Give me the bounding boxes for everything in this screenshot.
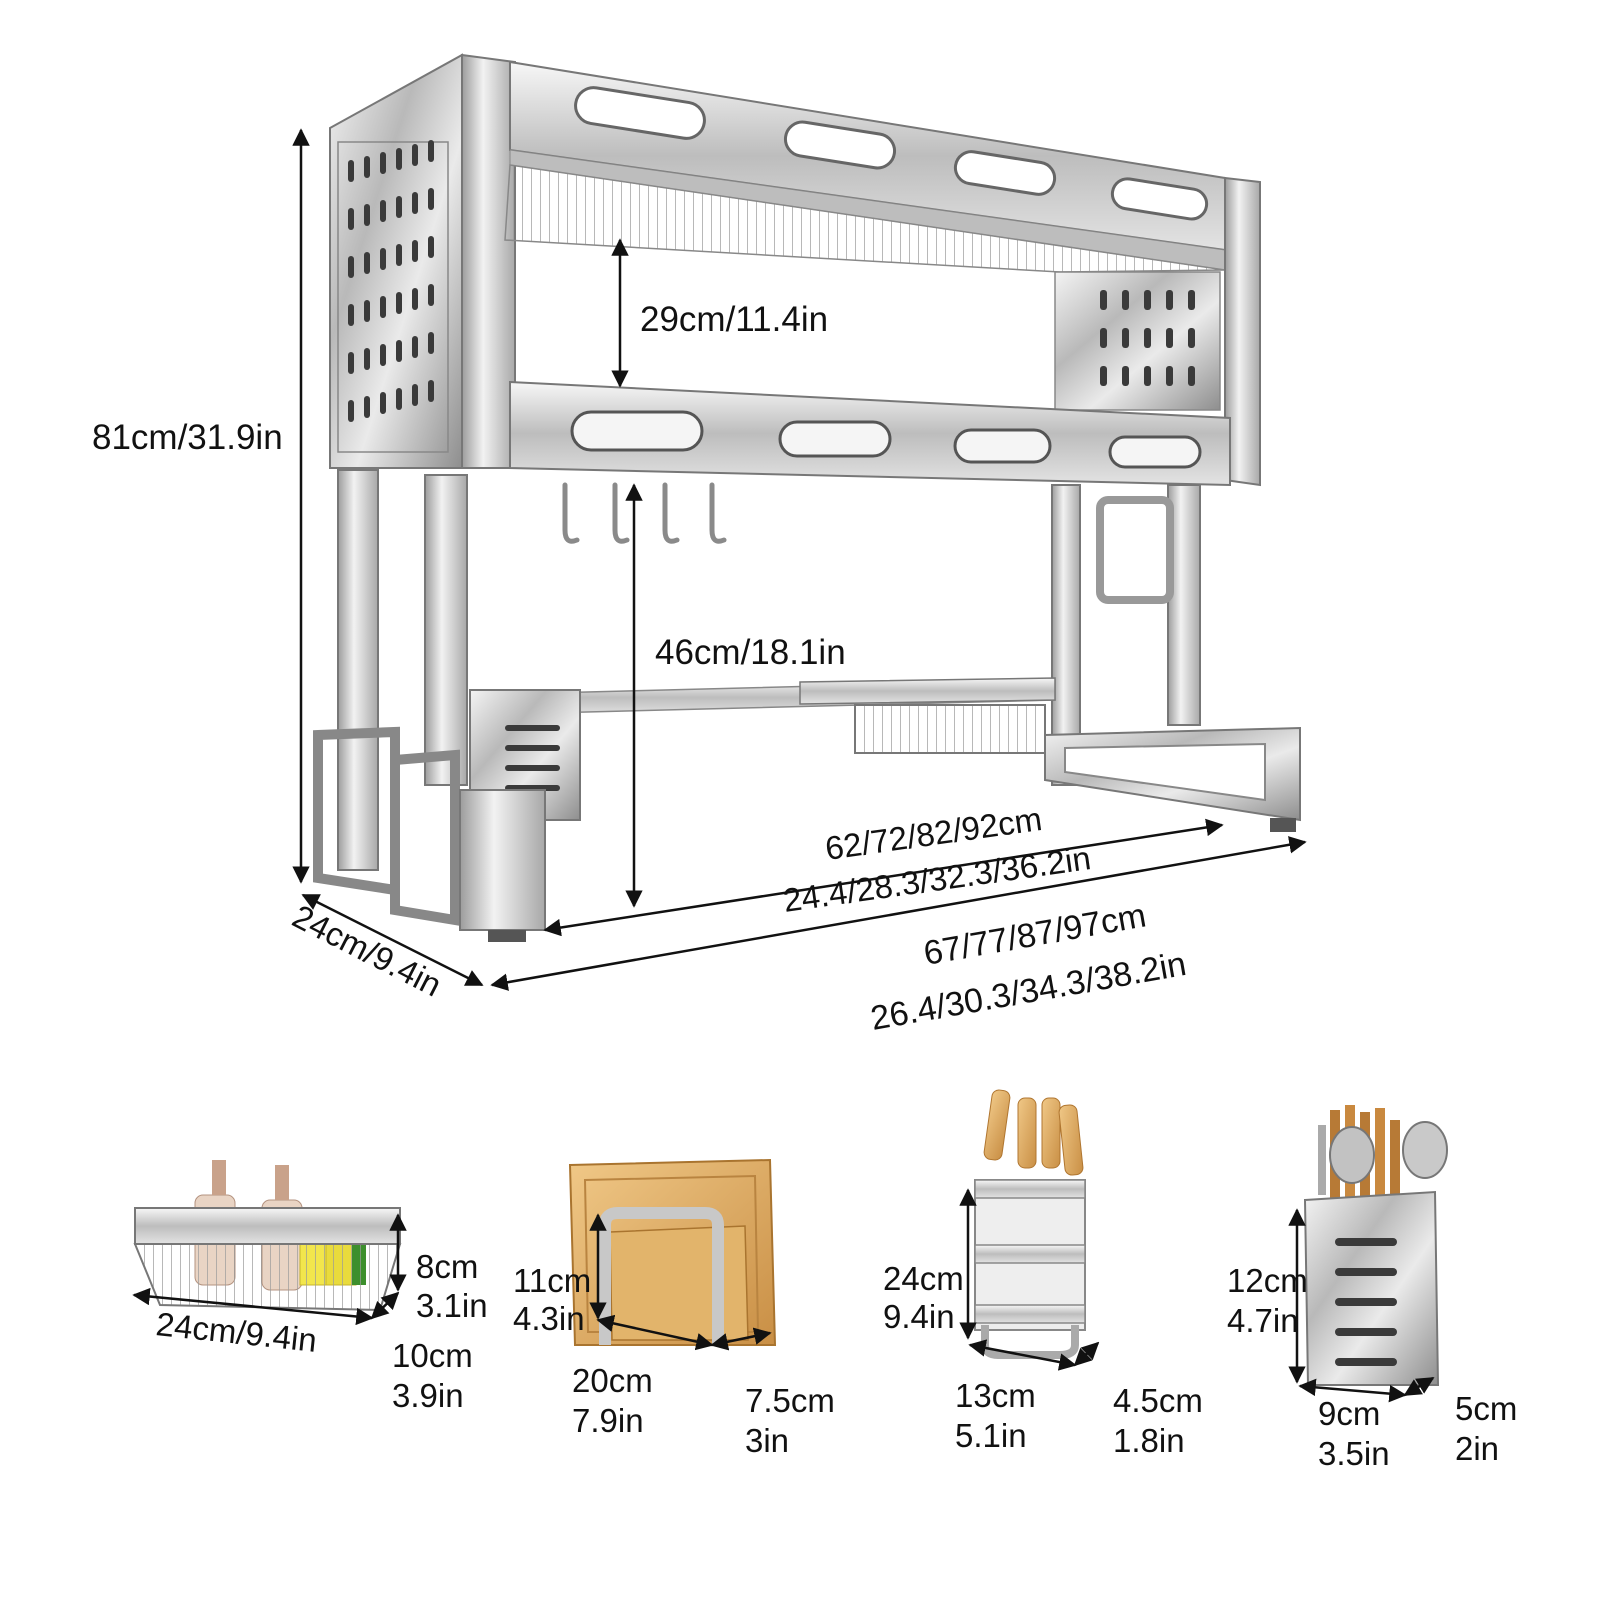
legs bbox=[337, 469, 1201, 871]
perforation-hole bbox=[428, 236, 434, 258]
knife-height-in: 9.4in bbox=[883, 1298, 955, 1335]
main-rack bbox=[313, 53, 1301, 942]
lower-gap-label: 46cm/18.1in bbox=[655, 633, 846, 672]
board-height-in: 4.3in bbox=[513, 1300, 585, 1337]
perforation-hole bbox=[428, 284, 434, 306]
perforation-hole bbox=[380, 248, 386, 270]
perforation-hole bbox=[348, 304, 354, 326]
perforation-hole bbox=[396, 340, 402, 362]
perforation-hole bbox=[1100, 328, 1107, 348]
perforation-hole bbox=[380, 152, 386, 174]
perforation-hole bbox=[1166, 328, 1173, 348]
perforation-hole bbox=[1188, 290, 1195, 310]
right-back-panel bbox=[1054, 271, 1221, 411]
perforation-hole bbox=[364, 252, 370, 274]
sponge-depth-in: 3.9in bbox=[392, 1377, 464, 1414]
board-width-cm: 20cm bbox=[572, 1362, 653, 1399]
perforation-hole bbox=[1122, 290, 1129, 310]
perforation-hole bbox=[364, 204, 370, 226]
left-side-panel bbox=[329, 53, 516, 469]
knife-depth-cm: 4.5cm bbox=[1113, 1382, 1203, 1419]
sponge-height-in: 3.1in bbox=[416, 1287, 488, 1324]
board-width-in: 7.9in bbox=[572, 1402, 644, 1439]
board-depth-cm: 7.5cm bbox=[745, 1382, 835, 1419]
perforation-hole bbox=[380, 200, 386, 222]
perforation-hole bbox=[1166, 366, 1173, 386]
perforation-hole bbox=[396, 148, 402, 170]
perforation-hole bbox=[348, 352, 354, 374]
perforation-hole bbox=[348, 256, 354, 278]
utensil-height-in: 4.7in bbox=[1227, 1302, 1299, 1339]
utensil-holder-illustration bbox=[1288, 1105, 1448, 1403]
outer-width-in-label: 26.4/30.3/34.3/38.2in bbox=[868, 945, 1189, 1038]
dimension-lines bbox=[292, 128, 1307, 991]
right-base-frame bbox=[1044, 726, 1301, 832]
utensil-width-in: 3.5in bbox=[1318, 1435, 1390, 1472]
perforation-hole bbox=[364, 156, 370, 178]
utensil-height-cm: 12cm bbox=[1227, 1262, 1308, 1299]
board-holder-illustration bbox=[568, 1158, 777, 1351]
utensil-depth-in: 2in bbox=[1455, 1430, 1500, 1467]
perforation-hole bbox=[412, 144, 418, 166]
board-height-cm: 11cm bbox=[513, 1262, 592, 1299]
rack-utensil-caddy bbox=[459, 689, 581, 942]
utensil-width-cm: 9cm bbox=[1318, 1395, 1381, 1432]
sponge-depth-cm: 10cm bbox=[392, 1337, 473, 1374]
perforation-hole bbox=[428, 332, 434, 354]
outer-width-dimension-line bbox=[490, 836, 1307, 991]
perforation-hole bbox=[348, 400, 354, 422]
sponge-basket-illustration bbox=[132, 1160, 407, 1326]
perforation-hole bbox=[348, 208, 354, 230]
perforation-hole bbox=[1122, 328, 1129, 348]
knife-depth-in: 1.8in bbox=[1113, 1422, 1185, 1459]
perforation-hole bbox=[396, 244, 402, 266]
knife-height-cm: 24cm bbox=[883, 1260, 964, 1297]
board-depth-in: 3in bbox=[745, 1422, 790, 1459]
perforation-hole bbox=[396, 388, 402, 410]
perforation-hole bbox=[364, 300, 370, 322]
perforation-hole bbox=[348, 160, 354, 182]
total-height-label: 81cm/31.9in bbox=[92, 418, 283, 457]
perforation-hole bbox=[428, 380, 434, 402]
perforation-hole bbox=[412, 192, 418, 214]
perforation-hole bbox=[380, 296, 386, 318]
sponge-basket-length-label: 24cm/9.4in bbox=[154, 1305, 318, 1359]
perforation-hole bbox=[412, 384, 418, 406]
upper-gap-label: 29cm/11.4in bbox=[640, 300, 829, 339]
perforation-hole bbox=[1100, 366, 1107, 386]
perforation-hole bbox=[1166, 290, 1173, 310]
perforation-hole bbox=[1144, 290, 1151, 310]
perforation-hole bbox=[364, 396, 370, 418]
perforation-hole bbox=[412, 240, 418, 262]
perforation-hole bbox=[1122, 366, 1129, 386]
perforation-hole bbox=[1188, 366, 1195, 386]
perforation-hole bbox=[428, 140, 434, 162]
hooks bbox=[562, 482, 727, 544]
perforation-hole bbox=[412, 336, 418, 358]
perforation-hole bbox=[1100, 290, 1107, 310]
perforation-hole bbox=[364, 348, 370, 370]
perforation-hole bbox=[396, 292, 402, 314]
perforation-hole bbox=[1144, 328, 1151, 348]
perforation-hole bbox=[1144, 366, 1151, 386]
middle-shelf bbox=[509, 380, 1231, 487]
perforation-hole bbox=[1188, 328, 1195, 348]
perforation-hole bbox=[428, 188, 434, 210]
perforation-hole bbox=[380, 344, 386, 366]
depth-dimension-line bbox=[301, 893, 484, 987]
sponge-height-cm: 8cm bbox=[416, 1248, 479, 1285]
utensil-depth-cm: 5cm bbox=[1455, 1390, 1518, 1427]
knife-width-cm: 13cm bbox=[955, 1377, 1036, 1414]
rack-knife-holder bbox=[1096, 496, 1174, 604]
knife-holder-illustration bbox=[959, 1089, 1100, 1371]
knife-width-in: 5.1in bbox=[955, 1417, 1027, 1454]
perforation-hole bbox=[412, 288, 418, 310]
perforation-hole bbox=[380, 392, 386, 414]
top-shelf bbox=[504, 60, 1261, 487]
rack-sponge-basket bbox=[799, 677, 1056, 754]
perforation-hole bbox=[396, 196, 402, 218]
